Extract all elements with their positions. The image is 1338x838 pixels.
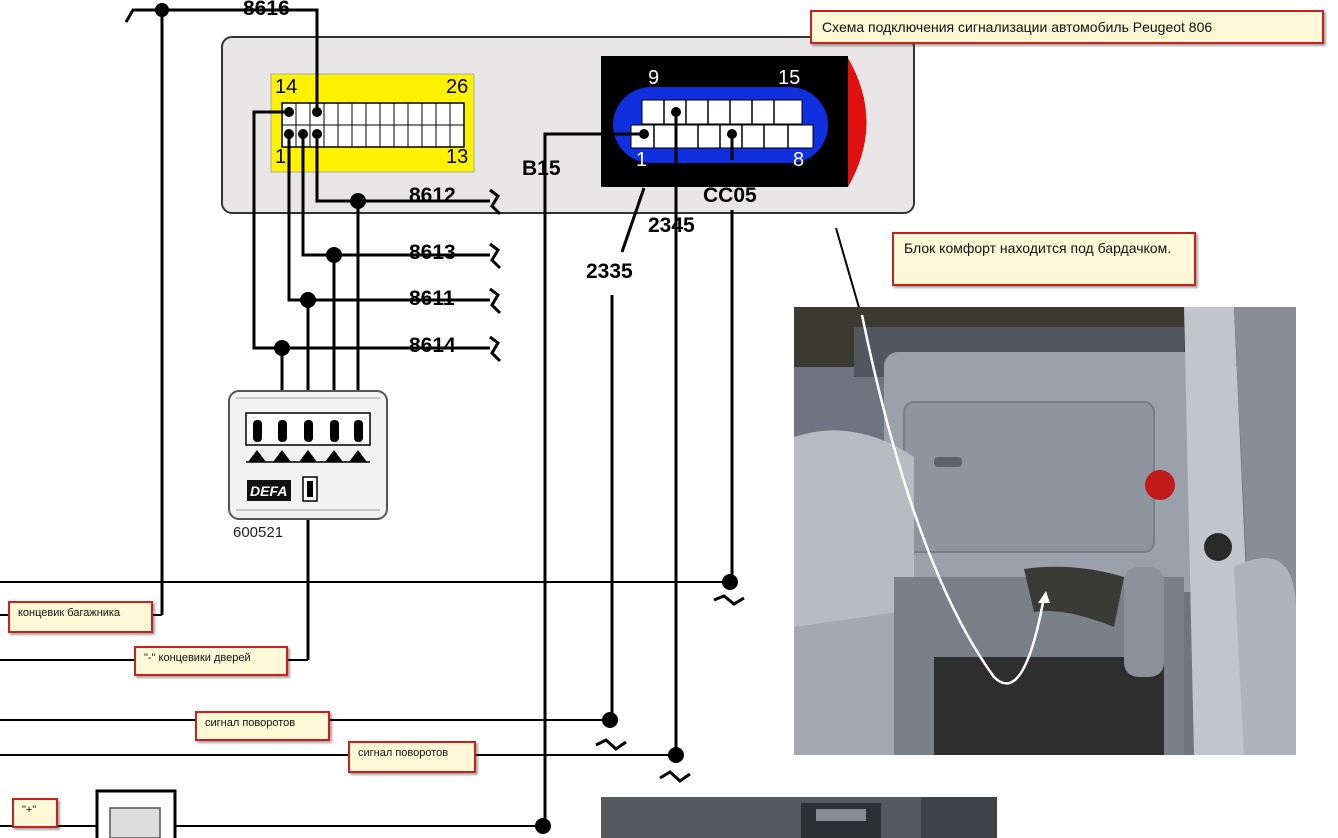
black-connector: 9 15 1 8 bbox=[601, 56, 867, 187]
glovebox-photo bbox=[794, 307, 1296, 755]
interior-photo-bottom bbox=[601, 797, 997, 838]
turn-signal-label-2: сигнал поворотов bbox=[348, 741, 476, 773]
wire-lines bbox=[0, 8, 863, 827]
relay-box bbox=[95, 789, 177, 838]
wire-label-2335: 2335 bbox=[586, 260, 633, 283]
trunk-switch-label: концевик багажника bbox=[8, 601, 153, 633]
turn-signal-label-1: сигнал поворотов bbox=[195, 711, 330, 741]
yellow-pin-1: 1 bbox=[275, 146, 286, 168]
door-switches-label: "-" концевики дверей bbox=[134, 646, 288, 676]
yellow-pin-13: 13 bbox=[446, 146, 468, 168]
diagram-title: Схема подключения сигнализации автомобил… bbox=[810, 10, 1324, 44]
wire-label-2345: 2345 bbox=[648, 214, 695, 237]
wire-label-8611: 8611 bbox=[409, 287, 455, 310]
yellow-connector: 14 26 1 13 bbox=[270, 73, 475, 173]
plus-label: "+" bbox=[12, 798, 58, 828]
wire-label-8613: 8613 bbox=[409, 241, 456, 264]
junction-dots bbox=[155, 3, 738, 834]
wire-label-cc05: CC05 bbox=[703, 184, 757, 207]
wire-label-8614: 8614 bbox=[409, 334, 456, 357]
wire-label-8612: 8612 bbox=[409, 184, 456, 207]
black-pin-9: 9 bbox=[648, 67, 659, 89]
defa-logo: DEFA bbox=[250, 483, 287, 499]
black-pin-8: 8 bbox=[793, 149, 804, 171]
yellow-pin-26: 26 bbox=[446, 76, 468, 98]
defa-part-number: 600521 bbox=[233, 524, 283, 541]
black-pin-1: 1 bbox=[636, 149, 647, 171]
defa-module: DEFA 600521 bbox=[228, 390, 388, 541]
black-pin-15: 15 bbox=[778, 67, 800, 89]
wire-label-b15: B15 bbox=[522, 157, 561, 180]
yellow-pin-14: 14 bbox=[275, 76, 297, 98]
comfort-block-note: Блок комфорт находится под бардачком. bbox=[892, 232, 1196, 286]
wire-label-8616: 8616 bbox=[243, 0, 290, 20]
